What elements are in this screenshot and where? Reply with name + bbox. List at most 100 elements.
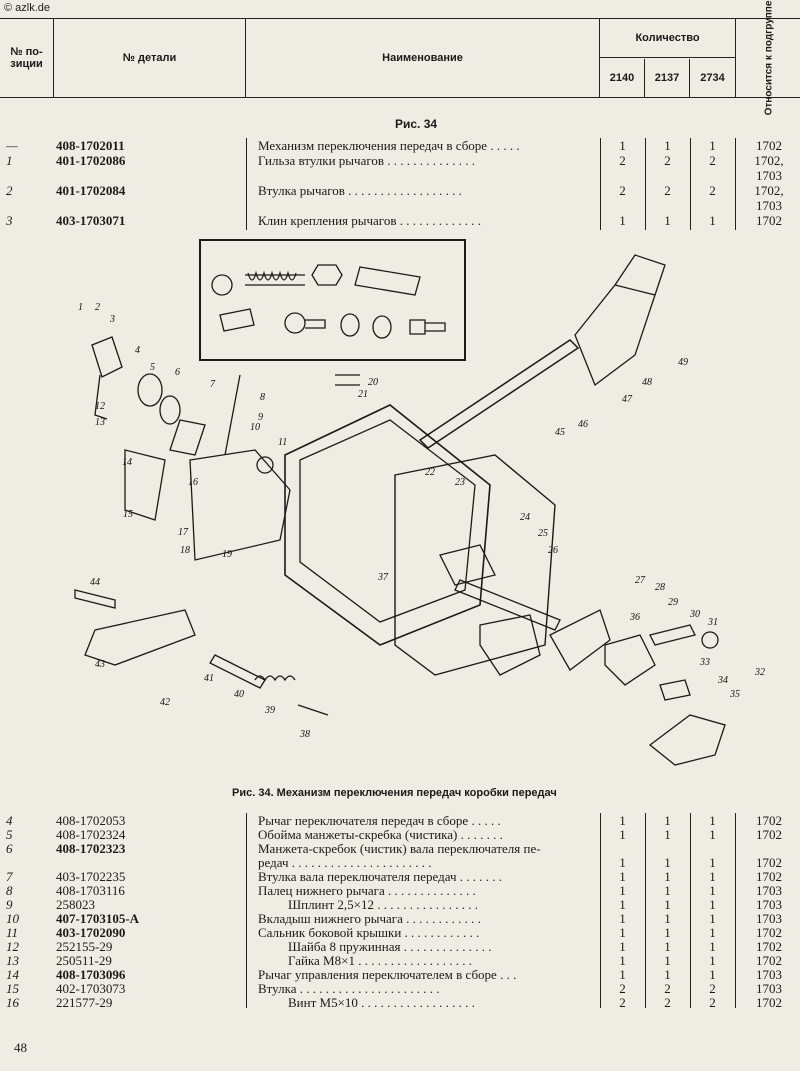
cell-q: 1 — [664, 925, 671, 940]
diagram-label: 22 — [425, 467, 435, 478]
cell-q: 2 — [664, 995, 671, 1010]
diagram-label: 38 — [299, 729, 310, 740]
diagram-label: 20 — [368, 377, 378, 388]
diagram-label: 33 — [699, 657, 710, 668]
figure-label: Рис. 34 — [395, 117, 438, 131]
diagram-label: 4 — [135, 345, 140, 356]
cell-n: Клин крепления рычагов . . . . . . . . .… — [258, 213, 481, 228]
diagram-label: 14 — [122, 457, 132, 468]
cell-q: 1 — [709, 925, 716, 940]
cell-n: Сальник боковой крышки . . . . . . . . .… — [258, 925, 480, 940]
cell-g: 1702 — [756, 939, 782, 954]
cell-n: Втулка . . . . . . . . . . . . . . . . .… — [258, 981, 440, 996]
cell-p: 10 — [6, 911, 19, 926]
page-number: 48 — [14, 1040, 27, 1055]
cell-q: 1 — [709, 953, 716, 968]
cell-q: 1 — [709, 883, 716, 898]
cell-g: 1703 — [756, 967, 782, 982]
cell-n: Шайба 8 пружинная . . . . . . . . . . . … — [288, 939, 492, 954]
cell-q: 1 — [619, 855, 626, 870]
cell-g: 1703 — [756, 198, 782, 213]
cell-d: 403-1703071 — [56, 213, 126, 228]
cell-n: Шплинт 2,5×12 . . . . . . . . . . . . . … — [288, 897, 478, 912]
cell-d: 408-1703116 — [56, 883, 125, 898]
table-row: 1 1 403-1702090 Сальник боковой крышки . . … — [0, 925, 800, 940]
header-position: № по- зиции — [0, 19, 54, 97]
cell-n: редач . . . . . . . . . . . . . . . . . … — [258, 855, 432, 870]
cell-q: 1 — [664, 967, 671, 982]
cell-n: Рычаг управления переключателем в сборе … — [258, 967, 517, 982]
diagram-label: 41 — [204, 673, 214, 684]
cell-g: 1703 — [756, 911, 782, 926]
cell-p: 15 — [6, 981, 19, 996]
diagram-label: 35 — [729, 689, 740, 700]
cell-q: 2 — [619, 995, 626, 1010]
cell-g: 1702 — [756, 869, 782, 884]
cell-p: 5 — [6, 827, 13, 842]
cell-q: 2 — [619, 153, 626, 168]
cell-g: 1702 — [756, 213, 782, 228]
cell-q: 1 — [664, 897, 671, 912]
cell-p: 14 — [6, 967, 19, 982]
cell-p: 2 — [6, 183, 13, 198]
diagram-label: 19 — [222, 549, 232, 560]
cell-p: 6 — [6, 841, 13, 856]
cell-d: 403-1702090 — [56, 925, 126, 940]
table-row: редач . . . . . . . . . . . . . . . . . … — [0, 855, 800, 870]
cell-q: 1 — [709, 138, 716, 153]
cell-q: 1 — [619, 883, 626, 898]
cell-q: 1 — [709, 939, 716, 954]
cell-q: 1 — [664, 213, 671, 228]
cell-q: 1 — [709, 813, 716, 828]
cell-g: 1703 — [756, 897, 782, 912]
cell-d: 408-1702011 — [56, 138, 125, 153]
diagram-label: 46 — [578, 419, 588, 430]
cell-d: 401-1702086 — [56, 153, 126, 168]
cell-q: 1 — [619, 897, 626, 912]
cell-g: 1703 — [756, 981, 782, 996]
cell-q: 1 — [619, 869, 626, 884]
cell-p: 3 — [6, 213, 13, 228]
cell-d: 401-1702084 — [56, 183, 126, 198]
table-row: 1703 — [0, 168, 800, 183]
diagram-label: 39 — [264, 705, 275, 716]
table-header: № по- зиции № детали Наименование Количе… — [0, 1, 800, 115]
cell-q: 2 — [709, 995, 716, 1010]
diagram-label: 11 — [278, 437, 287, 448]
cell-q: 1 — [619, 925, 626, 940]
diagram-label: 42 — [160, 697, 170, 708]
cell-q: 2 — [619, 981, 626, 996]
cell-q: 1 — [664, 869, 671, 884]
cell-p: 4 — [6, 813, 13, 828]
cell-q: 2 — [709, 153, 716, 168]
diagram-label: 9 — [258, 412, 263, 423]
cell-n: Вкладыш нижнего рычага . . . . . . . . .… — [258, 911, 481, 926]
cell-g: 1702 — [756, 855, 782, 870]
cell-q: 1 — [664, 855, 671, 870]
cell-p: 9 — [6, 897, 13, 912]
diagram-label: 5 — [150, 362, 155, 373]
figure-caption: Рис. 34. Механизм переключения передач к… — [232, 787, 557, 799]
cell-n: Гильза втулки рычагов . . . . . . . . . … — [258, 153, 476, 168]
diagram-label: 30 — [689, 609, 700, 620]
header-model-2734: 2734 — [700, 72, 725, 84]
diagram-label: 32 — [754, 667, 765, 678]
header-quantity: Количество — [600, 19, 735, 58]
diagram-label: 1 — [78, 302, 83, 313]
cell-g: 1703 — [756, 883, 782, 898]
diagram-label: 15 — [123, 509, 133, 520]
diagram-label: 13 — [95, 417, 105, 428]
diagram-label: 8 — [260, 392, 265, 403]
diagram-label: 29 — [668, 597, 678, 608]
cell-q: 1 — [664, 813, 671, 828]
watermark: © azlk.de — [4, 2, 51, 14]
